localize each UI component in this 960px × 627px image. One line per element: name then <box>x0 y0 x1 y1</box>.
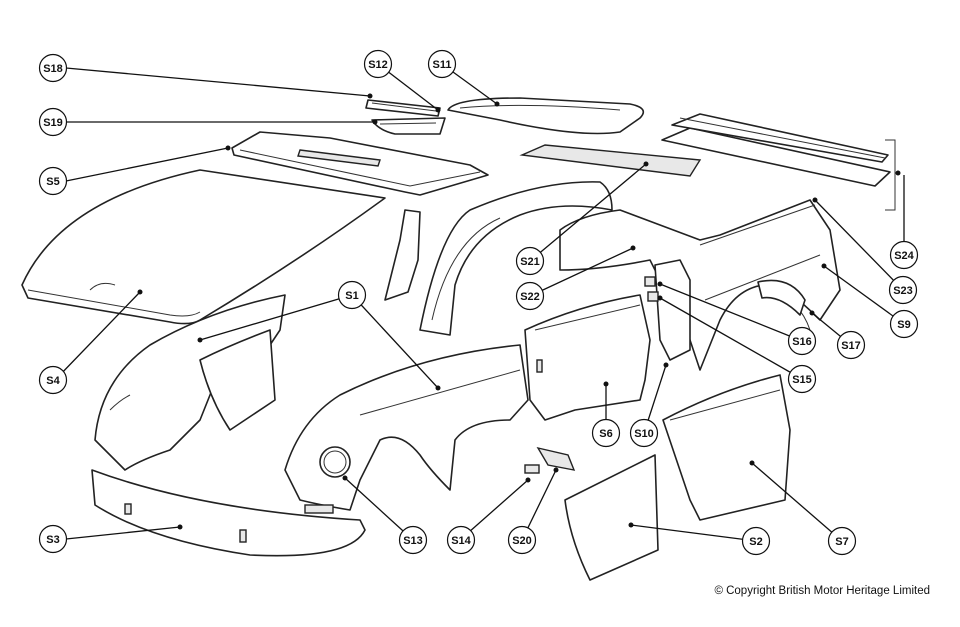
label-s3: S3 <box>38 524 68 554</box>
svg-text:S6: S6 <box>599 428 612 440</box>
svg-text:S11: S11 <box>433 59 452 71</box>
svg-text:S14: S14 <box>451 535 471 547</box>
svg-text:S5: S5 <box>46 176 59 188</box>
small-plate <box>524 464 540 474</box>
label-s5: S5 <box>38 166 68 196</box>
label-s12: S12 <box>363 49 393 79</box>
label-s17: S17 <box>836 330 866 360</box>
svg-text:S3: S3 <box>46 534 59 546</box>
label-s9: S9 <box>889 309 919 339</box>
label-s2: S2 <box>741 526 771 556</box>
leader-lines <box>56 63 905 542</box>
heater-shroud <box>371 117 446 135</box>
rear-deck-panel <box>447 97 645 135</box>
svg-text:S9: S9 <box>897 319 910 331</box>
label-s20: S20 <box>507 525 537 555</box>
door-shut-panel <box>644 259 691 361</box>
scuttle-panel <box>231 131 489 196</box>
label-s4: S4 <box>38 365 68 395</box>
door-right <box>662 374 791 521</box>
svg-text:S20: S20 <box>512 535 532 547</box>
label-s15: S15 <box>787 364 817 394</box>
label-s16: S16 <box>787 326 817 356</box>
svg-text:S21: S21 <box>520 256 540 268</box>
label-s23: S23 <box>888 275 918 305</box>
inner-wheel-arch <box>419 181 613 336</box>
label-s11: S11 <box>427 49 457 79</box>
svg-text:S16: S16 <box>792 336 812 348</box>
label-s6: S6 <box>591 418 621 448</box>
svg-text:S12: S12 <box>368 59 388 71</box>
label-s24: S24 <box>889 240 919 270</box>
door-left <box>524 294 651 421</box>
label-s7: S7 <box>827 526 857 556</box>
svg-text:S7: S7 <box>835 536 848 548</box>
front-wing-right <box>284 344 529 514</box>
front-wing-left <box>94 294 286 471</box>
svg-text:S19: S19 <box>43 117 63 129</box>
lower-door-skin <box>564 454 659 581</box>
front-valance <box>91 469 366 557</box>
label-s1: S1 <box>337 280 367 310</box>
sill-rails <box>661 113 896 211</box>
rear-arch-lip <box>757 279 806 316</box>
label-s18: S18 <box>38 53 68 83</box>
svg-text:S24: S24 <box>894 250 914 262</box>
label-s21: S21 <box>515 246 545 276</box>
hinge-bracket <box>536 446 576 471</box>
label-s14: S14 <box>446 525 476 555</box>
svg-text:S15: S15 <box>792 374 812 386</box>
label-s13: S13 <box>398 525 428 555</box>
label-s10: S10 <box>629 418 659 448</box>
label-s19: S19 <box>38 107 68 137</box>
svg-text:S13: S13 <box>403 535 423 547</box>
svg-text:S1: S1 <box>345 290 358 302</box>
top-rail-strip <box>365 99 441 117</box>
label-s22: S22 <box>515 281 545 311</box>
svg-text:S10: S10 <box>634 428 654 440</box>
a-post-panel <box>384 209 421 301</box>
svg-text:S17: S17 <box>841 340 861 352</box>
copyright-notice: © Copyright British Motor Heritage Limit… <box>714 585 930 597</box>
svg-text:S22: S22 <box>520 291 540 303</box>
svg-text:S2: S2 <box>749 536 762 548</box>
boot-floor-panel <box>519 144 702 177</box>
svg-text:S23: S23 <box>893 285 913 297</box>
svg-text:S4: S4 <box>46 375 60 387</box>
svg-text:S18: S18 <box>43 63 63 75</box>
bonnet-panel <box>21 169 386 325</box>
